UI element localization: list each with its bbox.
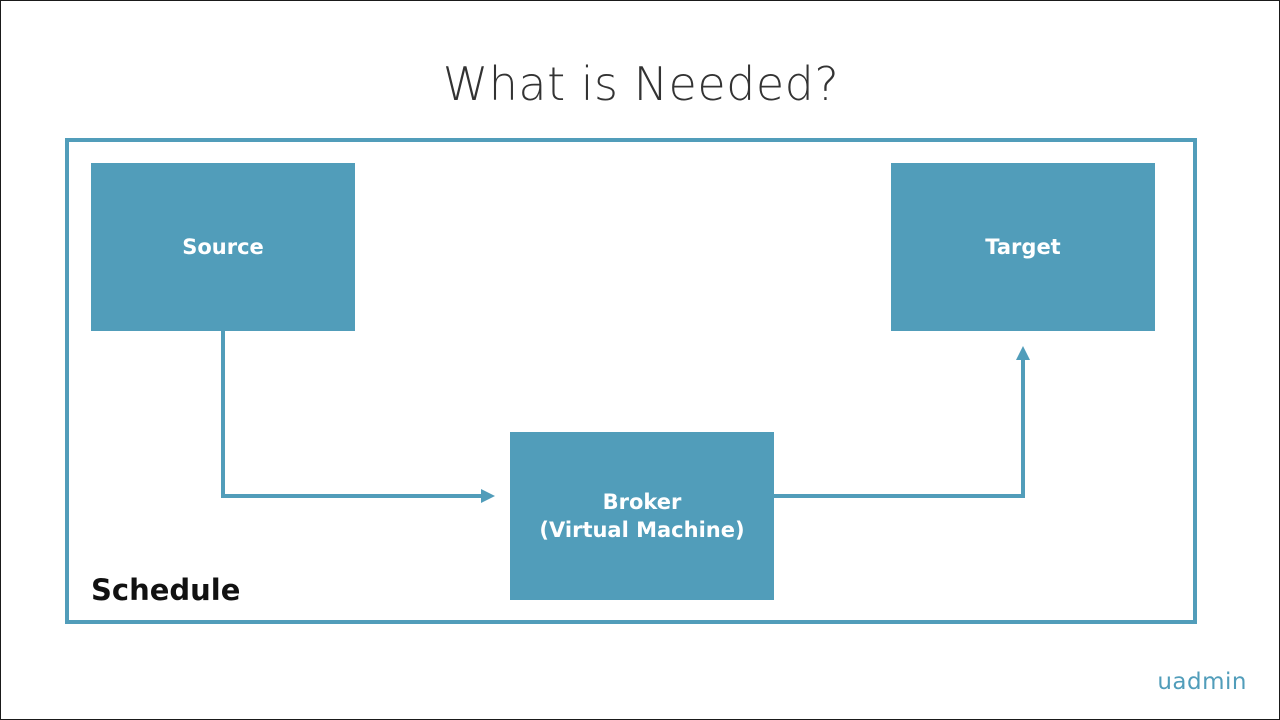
target-label: Target (985, 235, 1061, 259)
source-label: Source (182, 235, 264, 259)
schedule-label: Schedule (91, 573, 241, 607)
schedule-frame (65, 138, 1197, 624)
broker-node: Broker (Virtual Machine) (510, 432, 774, 600)
broker-label: Broker (602, 490, 682, 514)
source-node: Source (91, 163, 355, 331)
slide-title: What is Needed? (442, 57, 840, 111)
brand-logo: uadmin (1157, 669, 1247, 695)
target-node: Target (891, 163, 1155, 331)
broker-sublabel: (Virtual Machine) (539, 518, 745, 542)
